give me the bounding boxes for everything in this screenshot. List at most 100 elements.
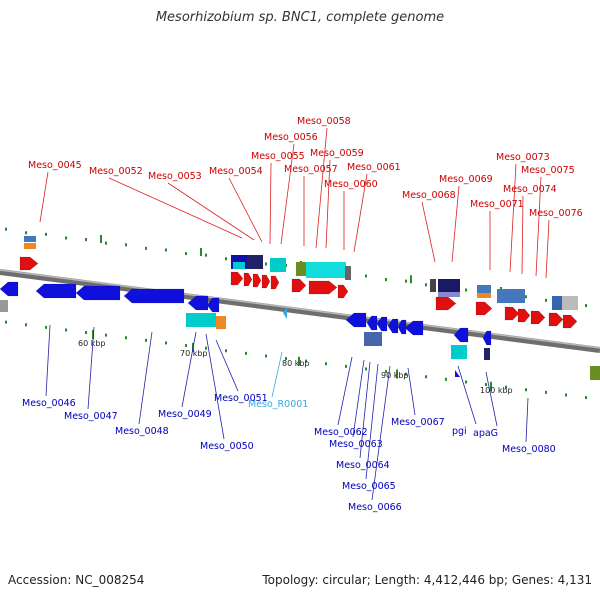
gc-tick-top: [205, 253, 207, 257]
gene-label-top: Meso_0073: [496, 152, 550, 163]
gc-tick-bottom: [185, 344, 187, 348]
gene-label-bottom: Meso_R0001: [248, 399, 308, 410]
gc-tick-bottom: [325, 362, 327, 366]
accession-text: Accession: NC_008254: [8, 573, 145, 587]
gc-tick-bottom: [105, 333, 107, 337]
feature-box-9: [345, 266, 351, 280]
leader-top: [39, 171, 49, 223]
gene-label-top: Meso_0057: [284, 164, 338, 175]
leader-top: [167, 182, 255, 241]
gc-tick-bottom: [405, 372, 407, 376]
gene-label-top: Meso_0055: [251, 151, 305, 162]
gc-tick-bottom: [145, 338, 147, 342]
gene-reverse-8: [376, 316, 388, 332]
gc-tick-top: [405, 279, 407, 283]
gc-bar-bottom: [490, 381, 492, 391]
gc-tick-top: [225, 257, 227, 261]
gene-forward-14: [548, 312, 564, 327]
leader-top: [535, 176, 542, 277]
leader-bottom: [457, 365, 477, 425]
gc-tick-bottom: [525, 388, 527, 392]
gc-tick-bottom: [505, 385, 507, 389]
gene-label-top: Meso_0061: [347, 162, 401, 173]
feature-box-21: [451, 345, 467, 359]
gc-tick-bottom: [305, 359, 307, 363]
genome-backbone: [0, 269, 600, 353]
gene-label-bottom: pgi: [452, 426, 467, 437]
gc-tick-top: [25, 231, 27, 235]
feature-box-11: [216, 316, 226, 329]
scale-label: 60 kbp: [78, 339, 106, 348]
gene-label-bottom: Meso_0080: [502, 444, 556, 455]
gc-tick-bottom: [265, 354, 267, 358]
gene-forward-13: [530, 310, 546, 325]
gene-forward-8: [337, 284, 349, 299]
gc-tick-top: [545, 298, 547, 302]
gc-tick-top: [165, 248, 167, 252]
leader-top: [269, 162, 272, 245]
feature-box-20: [562, 296, 578, 310]
gc-tick-top: [105, 241, 107, 245]
leader-bottom: [365, 363, 379, 480]
gene-label-bottom: Meso_0064: [336, 460, 390, 471]
gc-tick-bottom: [345, 364, 347, 368]
gc-tick-bottom: [465, 380, 467, 384]
gene-label-top: Meso_0054: [209, 166, 263, 177]
leader-bottom: [337, 356, 353, 426]
feature-box-14: [438, 279, 460, 292]
gc-tick-top: [125, 243, 127, 247]
feature-box-0: [24, 236, 36, 242]
gc-tick-bottom: [205, 346, 207, 350]
gc-tick-top: [265, 262, 267, 266]
gc-tick-bottom: [385, 370, 387, 374]
gene-label-top: Meso_0069: [439, 174, 493, 185]
genome-summary-text: Topology: circular; Length: 4,412,446 bp…: [262, 573, 592, 587]
feature-box-19: [552, 296, 562, 310]
gc-tick-bottom: [85, 331, 87, 335]
gene-forward-3: [252, 273, 262, 288]
gene-reverse-13: [482, 330, 492, 346]
gene-reverse-2: [75, 285, 121, 301]
gc-tick-bottom: [165, 341, 167, 345]
scale-label: 70 kbp: [180, 349, 208, 358]
gc-bar-top: [100, 235, 102, 243]
scale-label: 80 kbp: [282, 359, 310, 368]
gc-tick-bottom: [585, 396, 587, 400]
feature-box-6: [270, 258, 286, 272]
feature-box-4: [247, 255, 263, 269]
gc-tick-bottom: [285, 357, 287, 361]
gene-forward-0: [19, 256, 39, 271]
gene-label-top: Meso_0053: [148, 171, 202, 182]
leader-bottom: [485, 371, 498, 427]
gene-label-bottom: Meso_0067: [391, 417, 445, 428]
leader-top: [325, 159, 331, 249]
gc-bar-top: [200, 248, 202, 256]
gc-tick-top: [585, 304, 587, 308]
leader-top: [353, 173, 368, 253]
feature-box-17: [477, 293, 491, 298]
gc-bar-top: [410, 275, 412, 284]
gene-label-bottom: Meso_0062: [314, 427, 368, 438]
gene-label-bottom: apaG: [473, 428, 498, 439]
leader-bottom: [359, 361, 371, 459]
gene-label-top: Meso_0060: [324, 179, 378, 190]
gene-reverse-3: [123, 288, 185, 304]
gc-tick-bottom: [565, 393, 567, 397]
map-title: Mesorhizobium sp. BNC1, complete genome: [155, 10, 445, 25]
leader-bottom: [138, 331, 153, 425]
gene-label-top: Meso_0045: [28, 160, 82, 171]
leader-bottom: [271, 351, 283, 398]
gc-bar-bottom: [396, 369, 398, 379]
gene-label-top: Meso_0052: [89, 166, 143, 177]
leader-top: [521, 195, 524, 275]
gc-bar-bottom: [92, 329, 94, 339]
gene-label-bottom: Meso_0051: [214, 393, 268, 404]
gene-label-bottom: Meso_0046: [22, 398, 76, 409]
gene-label-bottom: Meso_0048: [115, 426, 169, 437]
leader-top: [509, 163, 517, 273]
gc-tick-bottom: [45, 325, 47, 329]
gc-tick-top: [5, 227, 7, 231]
gene-label-bottom: Meso_0050: [200, 441, 254, 452]
gene-reverse-11: [404, 320, 424, 336]
gene-label-top: Meso_0068: [402, 190, 456, 201]
